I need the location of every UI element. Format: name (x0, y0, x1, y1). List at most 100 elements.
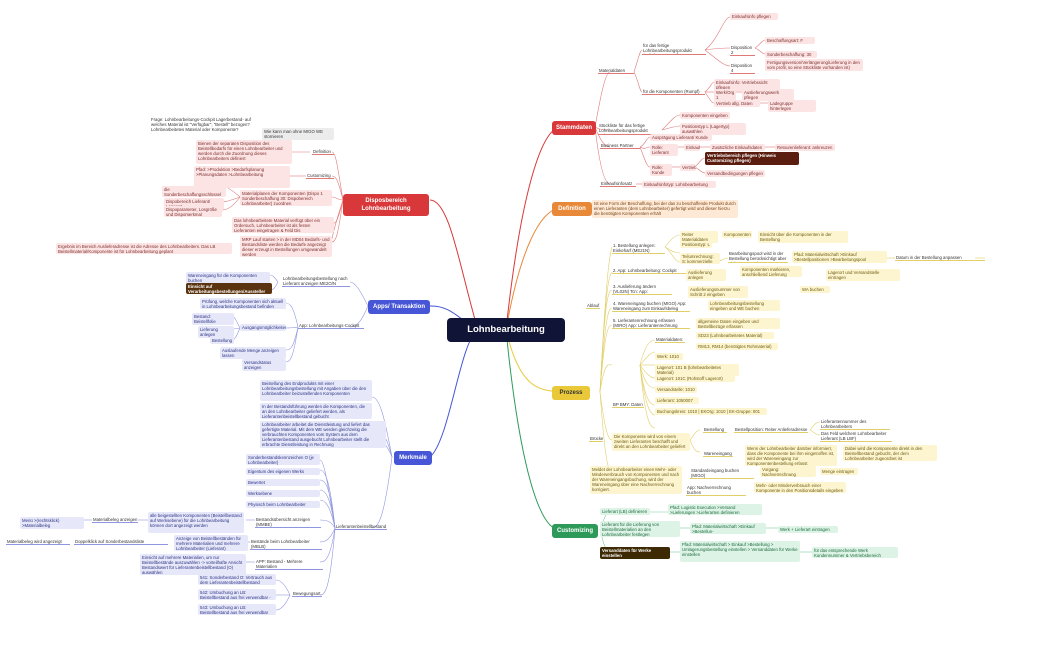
node-lieferantennummer[interactable]: Lieferantennummer des Lohnbearbeiters (820, 419, 890, 431)
node-lagerort-101b[interactable]: Lagerort: 101 B (lohnbearbeitetes Materi… (655, 364, 739, 377)
node-sonderbeschaffung[interactable]: Sonderbeschaffung: 30 (765, 51, 817, 59)
node-materialbeleg-anzeigen[interactable]: Materialbeleg anzeigen (92, 517, 138, 524)
node-lieferantenbeistellbestand[interactable]: Lieferantenbeistellbestand (335, 524, 387, 531)
node-pfad-dispo[interactable]: Pfad: >Produktion >Bedarfsplanung >Planu… (194, 166, 290, 188)
node-wie-kann[interactable]: Wie kann man ohne MIGO WE stornieren (262, 128, 334, 141)
node-disposition-4[interactable]: Disposition 4 (730, 63, 755, 75)
node-einkauf[interactable]: Einkauf (684, 144, 700, 152)
node-versandstelle[interactable]: Versandstelle: 1010 (655, 386, 697, 394)
node-bienen[interactable]: Bienen der separaten Disposition des Bei… (196, 140, 292, 164)
node-einsicht-materialien[interactable]: Einsicht auf mehrere Materialien, um nur… (140, 554, 246, 575)
node-fuer-werk[interactable]: für das entsprechende Werk Kundennummer … (812, 547, 898, 558)
node-werk-lieferart[interactable]: Werk + Lieferart eintragen (778, 526, 838, 534)
node-mrp-lauf[interactable]: MRP Lauf starten > in der MD04 Bedarfs- … (240, 236, 332, 257)
topic-prozess[interactable]: Prozess (552, 386, 590, 400)
node-step5[interactable]: 5. Lieferantenrechnung erfassen (MIRO) A… (612, 318, 690, 329)
topic-apps-transaktion[interactable]: Apps/ Transaktion (368, 300, 430, 314)
node-einkaufsinfotyp[interactable]: Einkaufsinfotyp: Lohnbearbeitung (642, 181, 716, 189)
node-step3[interactable]: 3. Auslieferung ändern (VL02N) Tcn: App:… (612, 284, 672, 295)
node-pfad-materialwirtschaft[interactable]: Pfad: Materialwirtschaft >Einkauf >Beste… (792, 251, 887, 263)
node-wareneingang[interactable]: Wareneingang (703, 451, 733, 458)
node-definition-text[interactable]: Ist eine Form der Beschaffung, bei der d… (592, 200, 738, 218)
node-rm13[interactable]: RM13, RM14 (benötigtes Rohmaterial) (696, 343, 778, 351)
node-ablauf[interactable]: Ablauf (586, 303, 600, 310)
node-das-lohnbearbeitete[interactable]: Das lohnbearbeitete Material verfügt übe… (232, 217, 334, 233)
node-disposition-2[interactable]: Disposition 2 (730, 45, 755, 57)
node-lieferant-fuer[interactable]: Lieferant für die Lieferung von Beistell… (600, 521, 680, 537)
node-lieferant-1050007[interactable]: Lieferant: 1050007 (655, 397, 699, 405)
node-einkaufsinfo-vertrieb[interactable]: Einkaufsinfo: Vertriebssicht pflegen (714, 79, 780, 92)
node-rolle-kunde[interactable]: Rolle: Kunde (650, 164, 672, 177)
node-einkaufsinfosatz[interactable]: Einkaufsinfosatz (600, 181, 636, 188)
node-physisch[interactable]: Physisch beim Lohnbearbeiter (246, 501, 320, 509)
node-wenn-komponente[interactable]: Wenn der Lohnbearbeiter darüber informie… (745, 445, 837, 466)
node-rolle-lieferant[interactable]: Rolle: Lieferant (650, 144, 678, 157)
node-werk-1010[interactable]: Werk: 1010 (655, 353, 683, 361)
node-lieferart-definieren[interactable]: Lieferart (LB) definieren (600, 508, 650, 516)
node-menge-eintragen[interactable]: Menge eintragen (820, 468, 858, 476)
topic-definition[interactable]: Definition (552, 202, 592, 216)
node-dispoparameter[interactable]: Dispoparameter, Losgröße und Dispomerkma… (164, 206, 222, 217)
node-materialdaten-bp[interactable]: Materialdaten: (655, 337, 685, 344)
node-definition-dispo[interactable]: Definition (312, 149, 334, 156)
node-eigentum[interactable]: Eigentum des eigenen Werks (246, 468, 320, 476)
node-versanddaten[interactable]: Versanddaten für Werke einstellen (600, 547, 670, 560)
node-merkmal-2[interactable]: In der Bestandsführung werden die Kompon… (260, 403, 372, 419)
node-fertigungsversion[interactable]: Fertigungsversion/Verlängerung/Lieferung… (765, 59, 863, 71)
node-standardeingang[interactable]: Standardeingang buchen (MIGO) (690, 468, 754, 480)
node-bewegungsart-542[interactable]: 542: Umbuchung an LB: Beistellbestand au… (198, 589, 276, 600)
node-wa-buchen[interactable]: WA buchen (800, 286, 830, 294)
node-versandbedingungen[interactable]: Versandbedingungen pflegen (705, 170, 765, 178)
node-werksebene[interactable]: Werksebene (246, 490, 320, 498)
node-customizing-dispo[interactable]: Customizing (306, 173, 334, 180)
node-wareneingang-komponenten[interactable]: Wareneingang für die Komponenten buchen (186, 272, 270, 285)
node-bestaende-lohnbearbeiter[interactable]: Bestände beim Lohnbearbeiter (MBLB) (250, 539, 322, 551)
node-lohnbearbeitungsbestellung-we[interactable]: Lohnbearbeitungsbestellung eingeben und … (708, 300, 780, 311)
node-reiter-materialdaten[interactable]: Reiter Materialdaten (680, 231, 718, 244)
node-einsicht-verarbeitung[interactable]: Einsicht auf Verarbeitungsbestellungen/A… (186, 283, 272, 294)
node-bestellung[interactable]: Bestellung (703, 427, 727, 434)
node-ergebnis[interactable]: Ergebnis im Bereich Auslieferadresse ist… (56, 243, 232, 254)
node-bestellung-app[interactable]: Bestellung (210, 337, 234, 345)
node-fuer-komponenten[interactable]: für die Komponenten (Rumpf) (642, 89, 705, 96)
node-mehr-minder[interactable]: Mehr- oder Minderverbrauch einer Kompone… (754, 482, 846, 493)
node-business-partner[interactable]: Business Partner (600, 143, 640, 150)
node-bewegungsart[interactable]: Bewegungsart (292, 591, 322, 598)
node-materialdaten[interactable]: Materialdaten (598, 68, 634, 75)
node-lohnbearbeitung-nach-lieferant[interactable]: Lohnbearbeitungsbestellung nach Lieferan… (282, 276, 350, 287)
node-step1[interactable]: 1. Bestellung anlegen: Einkeharf (ME21N) (612, 243, 665, 255)
node-beschaffungsart[interactable]: Beschaffungsart: F (765, 37, 815, 45)
node-einsicht-komponenten[interactable]: Einsicht über die Komponenten in der Bes… (758, 231, 848, 244)
node-werk-org[interactable]: Werk/Org 1 (714, 89, 736, 102)
node-bewegungsart-541[interactable]: 541: Sonderbestand O: Vertrauch aus dem … (198, 574, 276, 585)
topic-dispobereich[interactable]: Disposbereich Lohnbearbeitung (343, 194, 429, 216)
node-komponenten-markieren[interactable]: Komponenten markieren, anschließend Lief… (740, 266, 802, 277)
node-datum-bestellung[interactable]: Datum in der Bestellung anpassen (895, 255, 985, 262)
node-meldet[interactable]: Meldet der Lohnbearbeiter einen Mehr- od… (590, 466, 682, 494)
node-sondernummer[interactable]: die Sonderbeschaffungsschlüssel 30 / Ver… (162, 186, 226, 197)
node-auslieferungsnummer[interactable]: Auslieferungsnummer von Schritt 2 eingeb… (688, 286, 748, 299)
node-versandstatus[interactable]: Versandstatus anzeigen (242, 359, 286, 372)
root-node[interactable]: Lohnbearbeitung (447, 318, 565, 342)
node-komponenten-eingeben[interactable]: Komponenten eingeben (680, 112, 730, 120)
node-materialbeleg-wird[interactable]: Materialbeleg wird angezeigt (6, 539, 70, 546)
node-vertrieb[interactable]: Vertrieb (680, 164, 696, 172)
node-einkaufsinfo[interactable]: Einkaufsinfo pflegen (730, 13, 778, 21)
node-bestellposition[interactable]: Bestellposition: Reiter Anlieferadresse (734, 427, 808, 434)
node-vertrieb-allg[interactable]: Vertrieb allg. Daten (714, 100, 760, 108)
node-auslieferungswerk[interactable]: Auslieferungswerk pflegen (742, 89, 794, 102)
node-pfad-mat-c2[interactable]: Pfad: Materialwirtschaft > Einkauf >Best… (680, 541, 800, 562)
topic-customizing[interactable]: Customizing (552, 524, 598, 538)
node-ausgangsmoeglichkeiten[interactable]: Ausgangsmöglichkeiten (240, 324, 286, 332)
node-bestand-beistellfolie[interactable]: Bestand: Beistellfolie (192, 313, 234, 326)
node-anzeige-von[interactable]: Anzeige von Beistellbeständen für mehrer… (174, 535, 248, 551)
node-auslaufende-menge[interactable]: Auslaufende Menge anzeigen lassen (220, 347, 286, 360)
node-lieferant-lb[interactable]: Das Feld welchem Lohnbearbeiter Lieferan… (820, 431, 892, 442)
node-bearbeitungspool[interactable]: Bearbeitungspool wird in der Bestellung … (728, 251, 788, 263)
node-vertriebsbereich-pflegen[interactable]: Vertriebsbereich pflegen (Hinweis Custom… (705, 152, 799, 165)
node-vorgang[interactable]: Vorgang: Nachverrechnung Referenzbeleg: … (760, 466, 816, 477)
node-lagerort-101c[interactable]: Lagerort: 101C (Rohstoff Lagerort) (655, 375, 735, 383)
node-sd23[interactable]: SD23 (Lohnbearbeitetes Material) (696, 332, 774, 340)
node-bewertet[interactable]: Bewertet (246, 479, 320, 487)
node-retourenlieferant[interactable]: Retourenlieferant: ankreuzen (775, 144, 835, 152)
